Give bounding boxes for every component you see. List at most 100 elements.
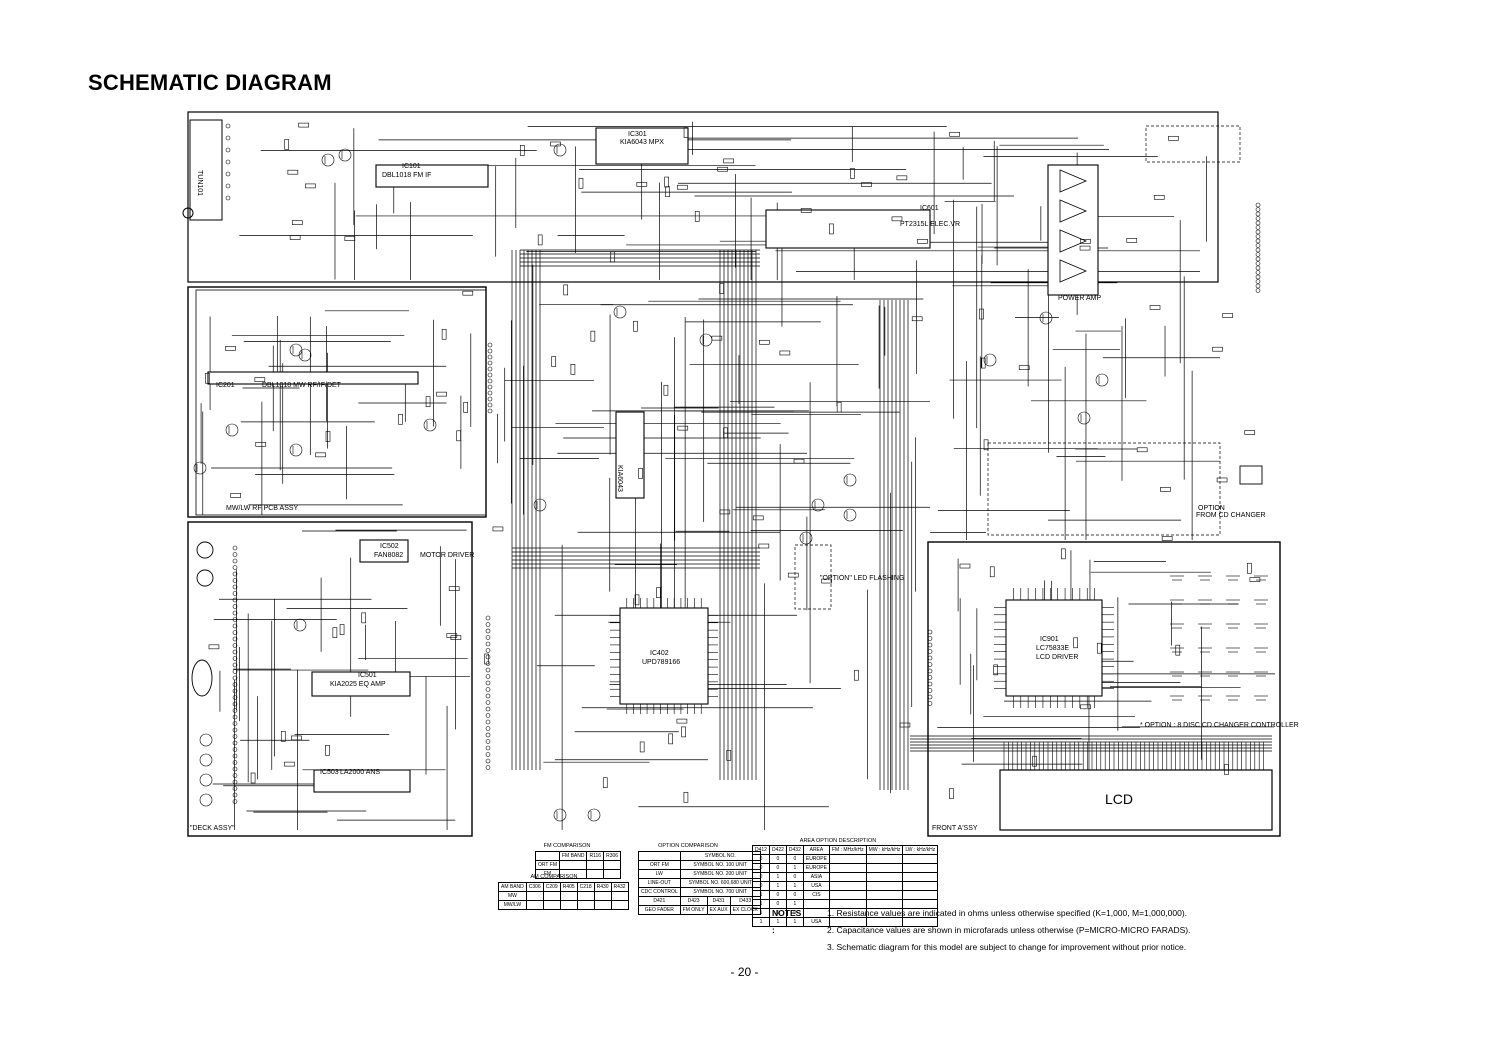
resistor bbox=[344, 236, 356, 241]
resistor bbox=[325, 431, 331, 442]
ic901-package bbox=[1005, 599, 1103, 697]
connector-pin bbox=[232, 708, 238, 713]
connector-pin bbox=[232, 682, 238, 687]
connector-pin bbox=[232, 578, 238, 583]
resistor bbox=[1080, 239, 1091, 244]
resistor bbox=[1161, 536, 1173, 541]
connector-pin bbox=[232, 701, 238, 707]
power-amp-label: POWER AMP bbox=[1058, 295, 1102, 302]
option-label: OPTION bbox=[1198, 505, 1225, 512]
head-coil bbox=[199, 773, 213, 787]
ic301-name-label: KIA6043 MPX bbox=[620, 139, 664, 146]
ic503-name-label: LA2000 ANS bbox=[340, 769, 380, 776]
resistor bbox=[683, 791, 689, 803]
motor bbox=[196, 569, 214, 587]
resistor bbox=[563, 284, 569, 296]
resistor bbox=[854, 669, 859, 681]
connector-pin bbox=[1255, 283, 1261, 289]
connector-pin bbox=[485, 752, 491, 757]
resistor bbox=[726, 750, 732, 761]
cd-changer-label: FROM CD CHANGER bbox=[1196, 512, 1266, 519]
resistor bbox=[250, 772, 256, 784]
resistor bbox=[656, 587, 661, 598]
amp-stage bbox=[1059, 259, 1088, 283]
connector-pin bbox=[232, 675, 238, 681]
amp-stage bbox=[1059, 199, 1088, 223]
connector-pin bbox=[232, 656, 238, 661]
transistor bbox=[699, 333, 713, 347]
connector-pin bbox=[232, 558, 238, 564]
fm-tuner-label: TUN101 bbox=[196, 170, 203, 196]
opt-r2c1: SYMBOL NO. 600,680 UNIT bbox=[679, 878, 761, 888]
connector-pin bbox=[232, 760, 238, 765]
connector-pin bbox=[927, 629, 933, 635]
connector-pin bbox=[927, 701, 933, 706]
area-r0c1: 0 bbox=[768, 854, 787, 864]
front-assy-label: FRONT A'SSY bbox=[932, 825, 978, 832]
connector-pin bbox=[232, 649, 238, 655]
connector-pin bbox=[232, 714, 238, 720]
deck-connector bbox=[232, 545, 238, 804]
ic201-name-label: DBL1018 MW RF/IF/DET bbox=[262, 382, 342, 389]
resistor bbox=[1247, 562, 1252, 574]
resistor bbox=[983, 439, 989, 451]
resistor bbox=[425, 396, 431, 407]
connector-pin bbox=[232, 623, 238, 629]
amp-stage bbox=[1059, 169, 1088, 193]
connector-pin bbox=[1255, 247, 1261, 253]
connector-pin bbox=[485, 765, 491, 770]
transistor bbox=[587, 808, 601, 822]
connector-pin bbox=[232, 753, 238, 759]
connector-pin bbox=[232, 610, 238, 616]
ic201-label: IC201 bbox=[216, 382, 235, 389]
area-r4c3: CIS bbox=[802, 890, 830, 900]
opt-r0c0: ORT FM bbox=[638, 860, 681, 870]
resistor bbox=[590, 330, 596, 342]
resistor bbox=[723, 158, 734, 164]
ic301-label: IC301 bbox=[628, 131, 647, 138]
area-r6c0: 1 bbox=[752, 908, 770, 918]
transistor bbox=[293, 618, 307, 632]
lcd-pins bbox=[1003, 742, 1264, 770]
resistor bbox=[1136, 447, 1148, 453]
area-h6: LW : kHz/kHz bbox=[902, 845, 939, 855]
resistor bbox=[1018, 365, 1030, 370]
am-r1c0: MW/LW bbox=[498, 900, 527, 910]
resistor bbox=[1126, 238, 1138, 243]
connector-pin bbox=[927, 655, 933, 661]
antenna-connector bbox=[182, 207, 194, 219]
connector-pin bbox=[232, 688, 238, 694]
resistor bbox=[681, 726, 686, 738]
resistor bbox=[663, 384, 669, 396]
horizontal-bus-upper bbox=[512, 547, 760, 569]
connector-pin bbox=[232, 565, 238, 570]
front-keypad bbox=[1170, 575, 1268, 701]
transistor bbox=[1095, 373, 1109, 387]
am-h6: R432 bbox=[610, 882, 629, 892]
connector-pin bbox=[232, 571, 238, 577]
transistor bbox=[553, 143, 567, 157]
resistor bbox=[719, 509, 731, 515]
connector-pin bbox=[1255, 270, 1261, 275]
fm-tuner-module bbox=[189, 119, 223, 221]
connector-pin bbox=[232, 552, 238, 557]
resistor bbox=[1175, 644, 1181, 656]
ic502-name-label: FAN8082 bbox=[374, 552, 403, 559]
connector-pin bbox=[487, 366, 493, 372]
connector-pin bbox=[485, 674, 491, 679]
connector-pin bbox=[485, 654, 491, 660]
resistor bbox=[398, 413, 403, 425]
resistor bbox=[492, 526, 504, 532]
connector-pin bbox=[225, 195, 231, 201]
connector-pin bbox=[1255, 261, 1261, 266]
am-h2: C209 bbox=[542, 882, 561, 892]
resistor bbox=[694, 211, 700, 222]
ic402-pins bbox=[610, 598, 718, 714]
ic601-label: IC601 bbox=[920, 205, 939, 212]
resistor bbox=[861, 182, 872, 187]
led-flashing-label: "OPTION" LED FLASHING bbox=[820, 575, 904, 582]
resistor bbox=[284, 139, 290, 150]
connector-pin bbox=[927, 642, 933, 648]
resistor bbox=[292, 220, 303, 225]
